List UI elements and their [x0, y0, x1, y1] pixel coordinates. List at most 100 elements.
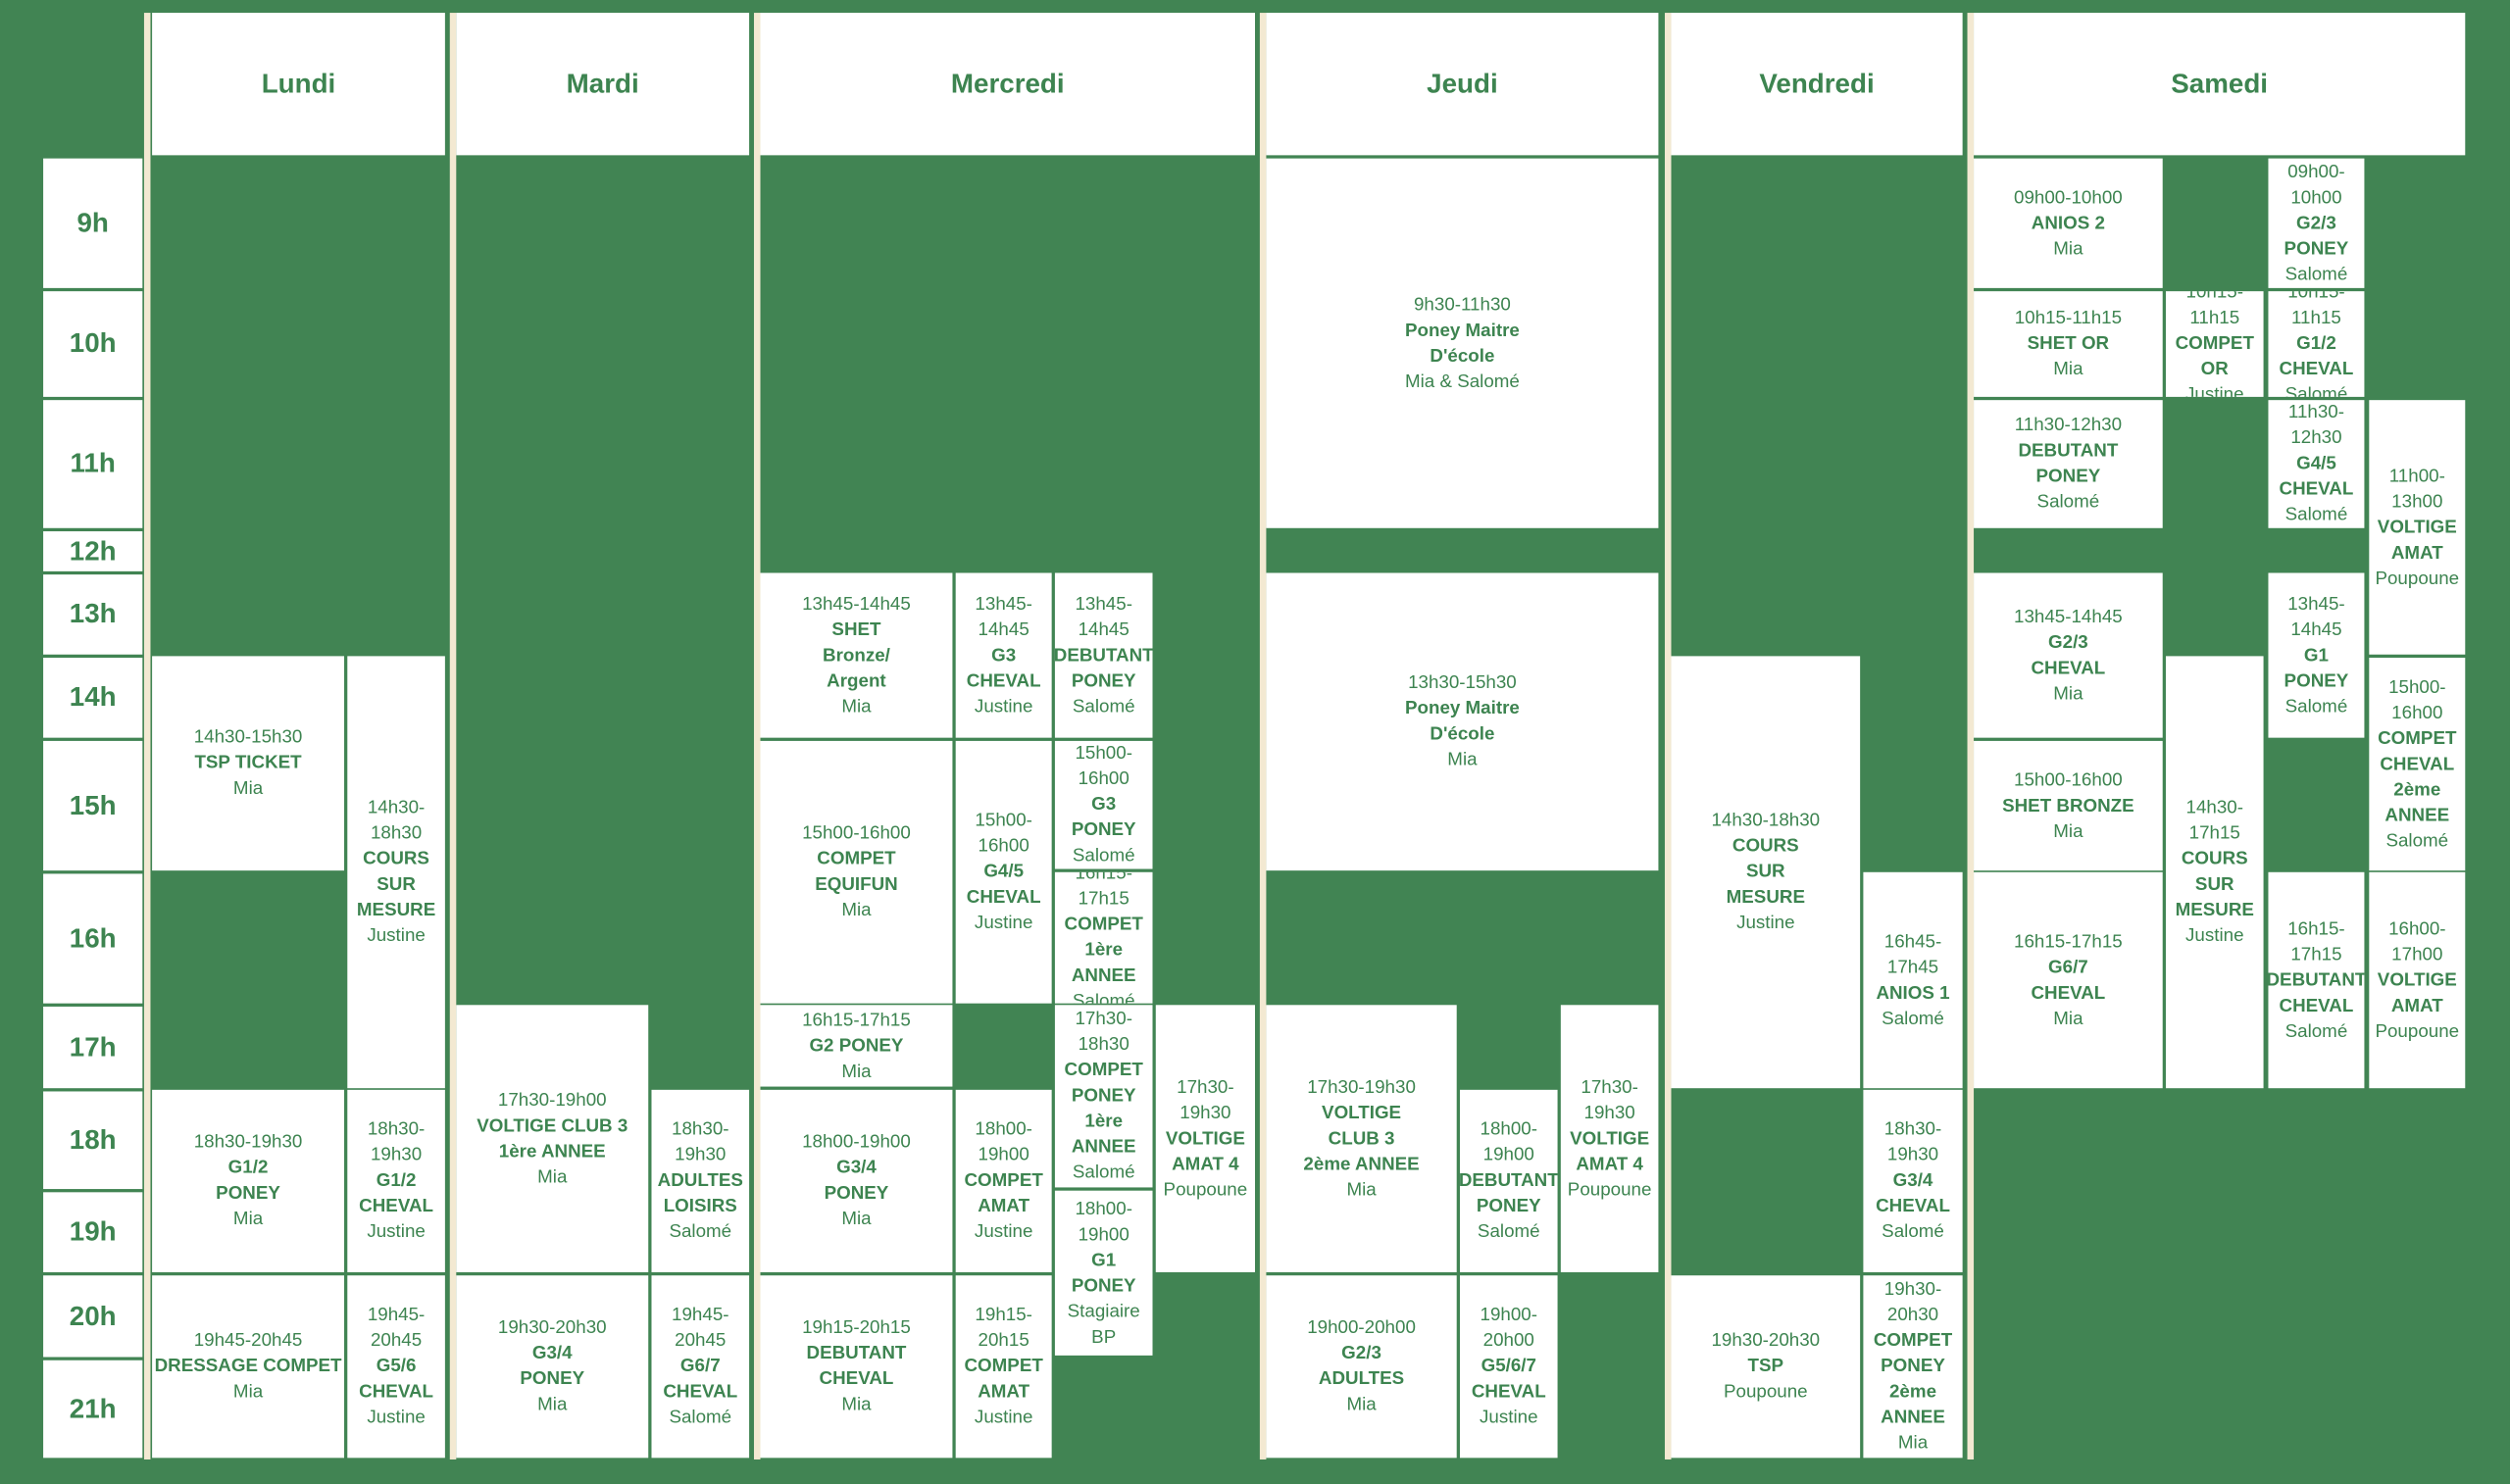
class-time: 19h30-20h30 — [1711, 1331, 1821, 1351]
class-name: G6/7 CHEVAL — [663, 1357, 738, 1403]
column-divider — [753, 13, 761, 1459]
class-name: G3/4 CHEVAL — [1876, 1171, 1950, 1216]
class-time: 19h15-20h15 — [975, 1306, 1032, 1351]
instructor-name: Stagiaire BP — [1067, 1302, 1140, 1347]
instructor-name: Justine — [367, 1408, 426, 1428]
class-time: 11h00-13h00 — [2388, 466, 2445, 512]
instructor-name: Mia — [1346, 1180, 1377, 1200]
instructor-name: Poupoune — [2375, 1021, 2460, 1042]
class-name: G3/4 PONEY — [520, 1344, 585, 1390]
class-name: G4/5 CHEVAL — [966, 862, 1041, 908]
class-time: 16h45-17h45 — [1883, 932, 1942, 977]
class-time: 19h15-20h15 — [802, 1318, 911, 1338]
class-name: G3 PONEY — [1071, 795, 1136, 841]
class-time: 19h30-20h30 — [497, 1318, 607, 1338]
column-divider — [449, 13, 457, 1459]
class-name: G3 CHEVAL — [966, 645, 1041, 691]
class-time: 14h30-18h30 — [367, 798, 426, 844]
class-time: 16h15-17h15 — [802, 1011, 911, 1030]
class-time: 13h45-14h45 — [802, 594, 911, 615]
class-time: 19h45-20h45 — [367, 1306, 426, 1351]
class-name: SHET BRONZE — [2002, 796, 2134, 816]
instructor-name: Mia & Salomé — [1404, 371, 1520, 392]
class-time: 18h30-19h30 — [367, 1119, 426, 1165]
class-name: G1/2 CHEVAL — [359, 1171, 433, 1216]
class-name: ANIOS 1 — [1876, 983, 1950, 1003]
class-name: DEBUTANT CHEVAL — [806, 1344, 907, 1390]
instructor-name: Justine — [367, 1222, 426, 1242]
instructor-name: Mia — [841, 1062, 872, 1081]
instructor-name: Justine — [1480, 1408, 1538, 1428]
class-name: TSP — [1747, 1357, 1784, 1377]
class-time: 18h00-19h00 — [1480, 1119, 1538, 1165]
class-time: 15h00-16h00 — [2388, 677, 2446, 723]
instructor-name: Mia — [232, 779, 264, 799]
class-time: 18h30-19h30 — [193, 1132, 303, 1153]
column-divider — [1967, 13, 1975, 1459]
class-name: COURS SUR MESURE — [356, 849, 436, 920]
class-time: 15h00-16h00 — [2014, 770, 2123, 790]
instructor-name: Salomé — [2284, 697, 2348, 717]
instructor-name: Salomé — [1072, 697, 1135, 717]
class-time: 16h15-17h15 — [1075, 871, 1132, 910]
class-time: 19h00-20h00 — [1480, 1306, 1538, 1351]
instructor-name: Salomé — [2284, 1021, 2348, 1042]
instructor-name: Salomé — [2284, 385, 2348, 397]
instructor-name: Justine — [367, 926, 426, 946]
instructor-name: Mia — [537, 1167, 568, 1187]
